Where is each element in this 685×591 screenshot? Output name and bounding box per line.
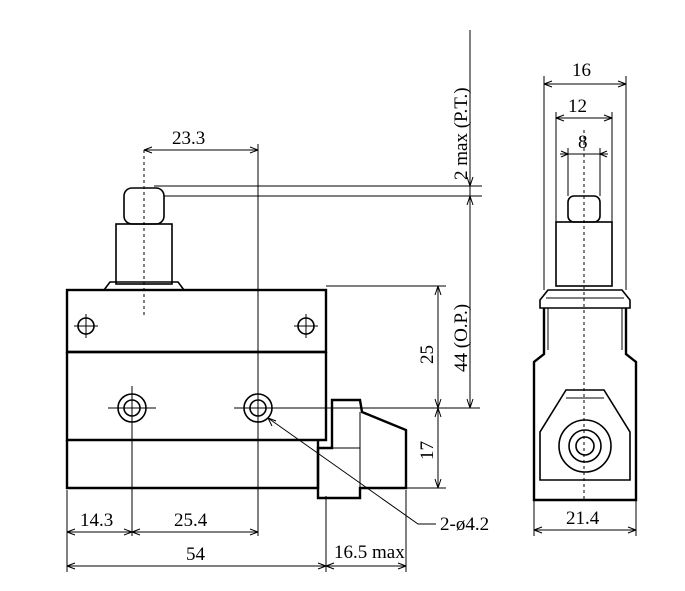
dim-inner-width: 8	[578, 132, 588, 153]
top-mount-hole-right	[294, 314, 318, 338]
side-dimensions: 16 12 8 21.4	[533, 60, 637, 536]
dim-operating-position: 44 (O.P.)	[451, 304, 472, 372]
dim-body-lower-height: 17	[417, 441, 438, 460]
dim-extension: 16.5 max	[334, 542, 405, 563]
dim-top-width: 16	[572, 60, 591, 81]
side-body	[532, 308, 638, 502]
top-mount-hole-left	[74, 314, 98, 338]
side-roller	[558, 419, 612, 473]
side-view	[532, 130, 638, 502]
lower-base	[65, 440, 320, 490]
dim-hole-spacing: 25.4	[174, 510, 208, 531]
upper-body	[65, 288, 328, 354]
dim-body-upper-height: 25	[417, 345, 438, 364]
front-dimensions: 23.3 2 max (P.T.) 44 (O.P.) 25 17 14.3 2…	[66, 30, 489, 572]
side-flange	[539, 289, 631, 309]
roller-housing	[316, 398, 408, 500]
lower-body	[65, 352, 328, 442]
dim-holes: 2-ø4.2	[440, 514, 489, 535]
dim-mid-width: 12	[568, 96, 587, 117]
dim-overall-length: 54	[186, 544, 206, 565]
side-roller-housing	[539, 389, 631, 481]
dim-side-width: 21.4	[566, 508, 600, 529]
dim-center-offset: 23.3	[172, 128, 205, 149]
dim-pretravel: 2 max (P.T.)	[451, 87, 472, 180]
dim-hole-offset: 14.3	[80, 510, 113, 531]
front-view	[65, 144, 480, 536]
